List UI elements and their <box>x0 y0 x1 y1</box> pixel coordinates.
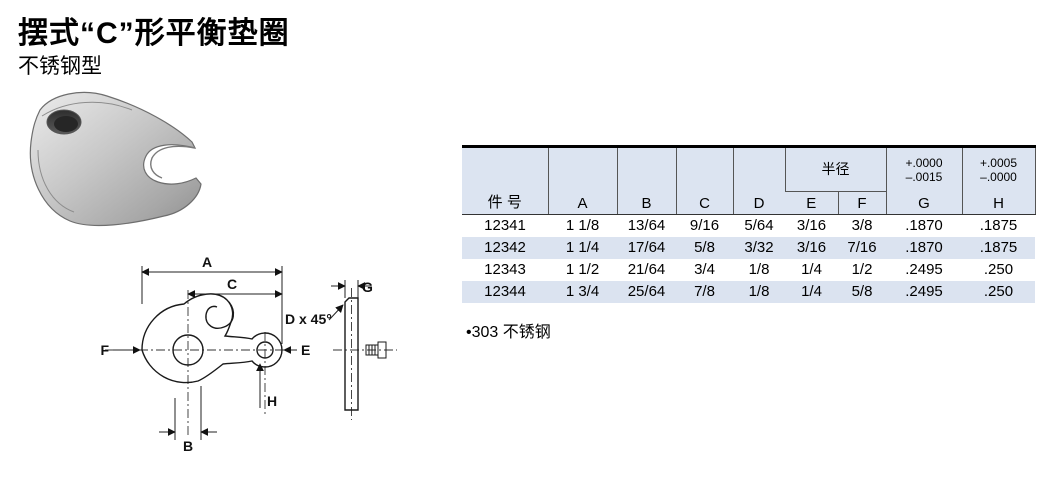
h-tolerance-plus: +.0005 <box>979 155 1018 170</box>
center-hole <box>172 334 204 366</box>
product-photo <box>12 80 217 240</box>
hook-slot <box>205 301 235 329</box>
table-cell: 3/4 <box>694 261 715 278</box>
table-row: 12341 1 1/8 13/64 9/16 5/64 3/16 3/8 .18… <box>462 214 1035 237</box>
table-cell: 7/8 <box>694 283 715 300</box>
col-header-radius-group: 半径 <box>784 146 886 192</box>
table-cell: 1 1/8 <box>565 217 600 234</box>
centerlines <box>105 288 397 436</box>
table-row: 12343 1 1/2 21/64 3/4 1/8 1/4 1/2 .2495 … <box>462 259 1035 281</box>
part-number-cell: 12344 <box>484 283 526 300</box>
set-screw <box>365 341 387 359</box>
table-cell: 1 3/4 <box>565 283 600 300</box>
dim-label-g: G <box>362 279 373 295</box>
table-cell: 1/4 <box>801 283 822 300</box>
h-tolerance-minus: –.0000 <box>980 170 1017 184</box>
g-tolerance-plus: +.0000 <box>905 155 943 170</box>
col-header-d: D <box>732 146 785 215</box>
table-row: 12344 1 3/4 25/64 7/8 1/8 1/4 5/8 .2495 … <box>462 280 1035 303</box>
material-footnote: •303 不锈钢 <box>466 324 551 341</box>
col-header-b: B <box>616 146 676 215</box>
dim-label-h: H <box>267 393 277 409</box>
col-header-e: E <box>785 191 838 215</box>
table-cell: 1/2 <box>851 261 873 278</box>
table-cell: .1870 <box>905 217 943 234</box>
spec-table: 件 号 A B C D 半径 +.0000 –.0015 +.0005 –.00… <box>462 145 1036 303</box>
table-row: 12342 1 1/4 17/64 5/8 3/32 3/16 7/16 .18… <box>462 236 1035 259</box>
table-cell: .250 <box>983 261 1014 278</box>
g-tolerance-minus: –.0015 <box>905 170 943 184</box>
part-number-cell: 12343 <box>484 261 526 278</box>
table-cell: 1/8 <box>748 261 770 278</box>
table-cell: 1/4 <box>801 261 822 278</box>
table-cell: 21/64 <box>627 261 666 278</box>
table-cell: 3/32 <box>744 239 774 256</box>
col-header-h: H <box>961 191 1036 215</box>
col-header-part-no: 件 号 <box>462 146 548 215</box>
table-cell: 9/16 <box>689 217 720 234</box>
col-header-h-tolerance: +.0005 –.0000 <box>961 146 1036 191</box>
col-header-g: G <box>885 191 962 215</box>
product-photo-image <box>29 91 202 227</box>
table-cell: .2495 <box>905 261 943 278</box>
dim-label-e: E <box>301 342 310 358</box>
col-header-a: A <box>547 146 617 215</box>
table-cell: 13/64 <box>627 217 666 234</box>
table-cell: 17/64 <box>627 239 666 256</box>
page-title: 摆式“C”形平衡垫圈 <box>18 17 290 50</box>
table-cell: 25/64 <box>627 283 666 300</box>
table-cell: 7/16 <box>847 239 877 256</box>
front-view-outline <box>141 293 283 384</box>
dim-label-c: C <box>227 276 237 292</box>
table-cell: .1870 <box>905 239 943 256</box>
col-header-g-tolerance: +.0000 –.0015 <box>885 146 962 191</box>
side-view-outline <box>344 297 387 411</box>
table-cell: .1875 <box>979 217 1018 234</box>
col-header-f: F <box>837 191 886 215</box>
dim-label-b: B <box>183 438 193 454</box>
table-cell: 3/8 <box>851 217 873 234</box>
page-subtitle: 不锈钢型 <box>18 55 102 78</box>
table-cell: 5/8 <box>694 239 715 256</box>
table-cell: .2495 <box>905 283 943 300</box>
part-number-cell: 12341 <box>484 217 526 234</box>
table-cell: .250 <box>983 283 1014 300</box>
part-number-cell: 12342 <box>484 239 526 256</box>
dim-label-f: F <box>100 342 109 358</box>
dim-label-d-note: D x 45° <box>285 311 332 327</box>
technical-drawing-image: A C F E B H G D x 45° <box>100 254 397 454</box>
table-cell: 1 1/2 <box>565 261 600 278</box>
table-cell: 1 1/4 <box>565 239 600 256</box>
col-header-c: C <box>675 146 733 215</box>
table-cell: 1/8 <box>748 283 770 300</box>
table-cell: .1875 <box>979 239 1018 256</box>
technical-drawing: A C F E B H G D x 45° <box>55 248 435 478</box>
dim-label-a: A <box>202 254 212 270</box>
table-cell: 3/16 <box>796 217 827 234</box>
small-hole <box>256 341 274 359</box>
table-cell: 3/16 <box>796 239 827 256</box>
table-cell: 5/8 <box>851 283 873 300</box>
dimension-lines <box>113 266 372 440</box>
washer-photo-shape <box>29 91 202 227</box>
table-cell: 5/64 <box>744 217 774 234</box>
